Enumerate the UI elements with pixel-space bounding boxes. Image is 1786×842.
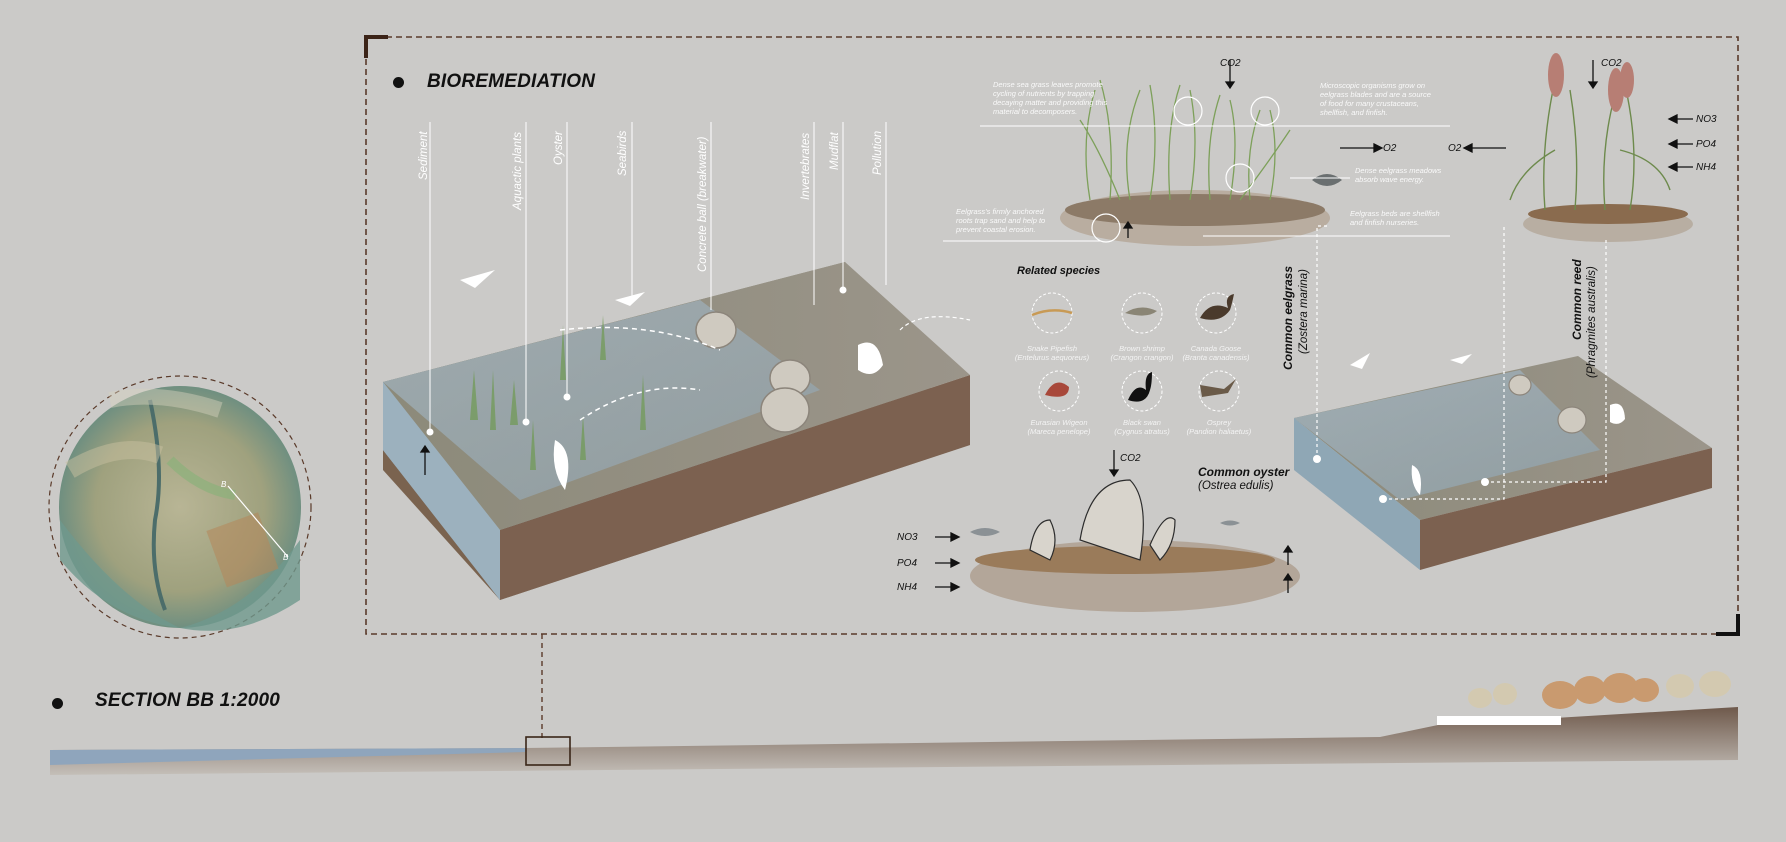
eelgrass-note-roots: Eelgrass's firmly anchored roots trap sa… bbox=[956, 207, 1046, 234]
related-species-title: Related species bbox=[1017, 265, 1101, 277]
section-title: SECTION BB 1:2000 bbox=[95, 690, 281, 711]
label-leaders bbox=[429, 122, 887, 432]
species-name: Brown shrimp bbox=[1119, 344, 1165, 353]
reed-sci-name: (Phragmites australis) bbox=[1586, 266, 1598, 378]
oyster-co2: CO2 bbox=[1120, 453, 1141, 464]
label-sediment: Sediment bbox=[418, 131, 430, 180]
bioremediation-bullet bbox=[393, 77, 404, 88]
eelgrass-sci-name: (Zostera marina) bbox=[1298, 269, 1310, 354]
species-sci: (Cygnus atratus) bbox=[1114, 427, 1170, 436]
reed-no3: NO3 bbox=[1696, 114, 1717, 125]
eelgrass-name: Common eelgrass bbox=[1281, 265, 1295, 370]
reed-po4: PO4 bbox=[1696, 139, 1717, 150]
map-marker-b-bottom: B bbox=[283, 553, 289, 562]
flow-arrows bbox=[419, 60, 1693, 593]
eelgrass-note-wave: Dense eelgrass meadows absorb wave energ… bbox=[1355, 166, 1442, 184]
label-mudflat: Mudflat bbox=[829, 132, 841, 170]
site-map bbox=[48, 375, 312, 639]
label-aquatic-plants: Aquactic plants bbox=[512, 132, 524, 210]
species-sci: (Mareca penelope) bbox=[1027, 427, 1091, 436]
eelgrass-note-leaves: Dense sea grass leaves promote cycling o… bbox=[993, 80, 1108, 116]
reed-name: Common reed bbox=[1570, 259, 1584, 340]
main-diorama bbox=[383, 262, 971, 600]
eelgrass-note-micro: Microscopic organisms grow on eelgrass b… bbox=[1320, 81, 1431, 117]
species-name: Canada Goose bbox=[1190, 344, 1242, 353]
reed-o2: O2 bbox=[1448, 143, 1462, 154]
species-name: Osprey bbox=[1206, 418, 1232, 427]
oyster-illustration bbox=[970, 479, 1300, 612]
species-sci: (Pandion haliaetus) bbox=[1186, 427, 1252, 436]
eelgrass-o2: O2 bbox=[1383, 143, 1397, 154]
bioremediation-title: BIOREMEDIATION bbox=[427, 71, 596, 92]
label-concrete-ball: Concrete ball (breakwater) bbox=[697, 136, 709, 272]
reed-illustration bbox=[1509, 53, 1693, 242]
reed-co2: CO2 bbox=[1601, 58, 1622, 69]
label-pollution: Pollution bbox=[872, 130, 884, 175]
species-name: Eurasian Wigeon bbox=[1030, 418, 1088, 427]
oyster-sci-name: (Ostrea edulis) bbox=[1198, 480, 1274, 492]
species-name: Black swan bbox=[1123, 418, 1161, 427]
label-dots bbox=[426, 286, 847, 436]
species-name: Snake Pipefish bbox=[1026, 344, 1078, 353]
eelgrass-leaders bbox=[943, 125, 1450, 242]
secondary-diorama bbox=[1294, 225, 1712, 570]
reed-nh4: NH4 bbox=[1696, 162, 1717, 173]
species-sci: (Entelurus aequoreus) bbox=[1014, 353, 1090, 362]
oyster-nh4: NH4 bbox=[897, 582, 918, 593]
oyster-name: Common oyster bbox=[1198, 465, 1290, 479]
label-oyster: Oyster bbox=[553, 131, 565, 165]
eelgrass-note-nursery: Eelgrass beds are shellfish and finfish … bbox=[1350, 209, 1440, 227]
map-marker-b-top: B bbox=[221, 480, 227, 489]
eelgrass-co2: CO2 bbox=[1220, 58, 1241, 69]
oyster-no3: NO3 bbox=[897, 532, 918, 543]
section-bb bbox=[50, 671, 1738, 775]
bioremediation-frame bbox=[364, 35, 1740, 738]
section-bullet bbox=[52, 698, 63, 709]
label-invertebrates: Invertebrates bbox=[800, 132, 812, 200]
oyster-po4: PO4 bbox=[897, 558, 918, 569]
species-sci: (Crangon crangon) bbox=[1110, 353, 1174, 362]
species-sci: (Branta canadensis) bbox=[1182, 353, 1250, 362]
label-seabirds: Seabirds bbox=[617, 130, 629, 176]
species-icons bbox=[1031, 292, 1240, 412]
